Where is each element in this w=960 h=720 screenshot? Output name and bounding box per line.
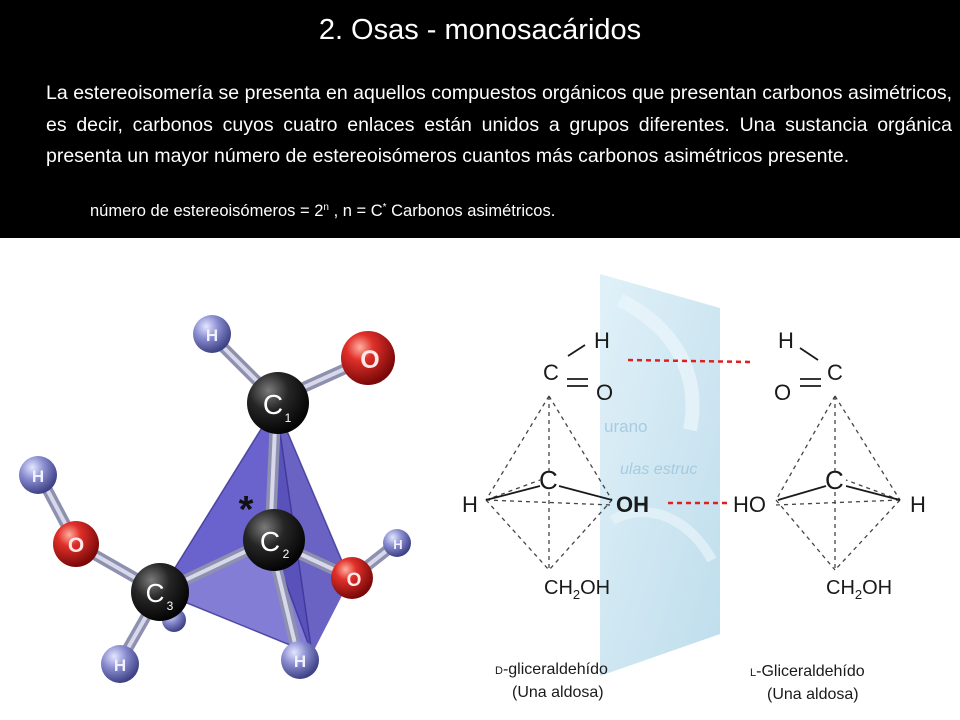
- chiral-center-asterisk: *: [239, 489, 254, 531]
- mirror-dashes-top: [627, 358, 753, 364]
- d-oh-side: OH: [616, 492, 649, 517]
- formula-left: número de estereoisómeros = 2: [90, 202, 324, 220]
- header-panel: [0, 0, 960, 238]
- formula-star: *: [382, 202, 387, 213]
- tetrahedron-right-face: [270, 405, 350, 654]
- oxygen-atom-carbonyl: O: [341, 331, 395, 385]
- l-h-side: H: [910, 492, 926, 517]
- l-c-center: C: [825, 465, 844, 495]
- molecule-3d-model: H H H H H O O O: [19, 315, 411, 683]
- l-glyceraldehyde-structure: H C O C HO H CH2OH L-Gliceraldehído (Una…: [733, 328, 926, 703]
- d-o-atom: O: [596, 380, 613, 405]
- l-c-top: C: [827, 360, 843, 385]
- d-glyceraldehyde-structure: H C O C H OH CH2OH D-gliceraldehído (Una…: [462, 328, 649, 701]
- d-tetrahedron-dashes: [485, 395, 613, 571]
- d-h-side: H: [462, 492, 478, 517]
- atom-label: O: [360, 346, 379, 374]
- mirror-plane-group: urano ulas estruc: [600, 274, 753, 676]
- atom-label: H: [32, 467, 44, 486]
- atom-label-c1: C: [263, 389, 283, 420]
- hydrogen-atom-bottom-right: H: [281, 641, 319, 679]
- hydrogen-atom-right: H: [383, 529, 411, 557]
- formula-exponent: n: [323, 202, 329, 213]
- l-bonds: [777, 347, 901, 501]
- atom-subscript-c2: 2: [283, 547, 290, 561]
- d-c-top: C: [543, 360, 559, 385]
- l-ch2oh: CH2OH: [826, 577, 892, 602]
- hydrogen-atom-left: H: [19, 456, 57, 494]
- slide-title: 2. Osas - monosacáridos: [318, 14, 642, 46]
- carbon-atom-c1: C 1: [247, 372, 309, 434]
- d-subtitle: (Una aldosa): [512, 684, 604, 701]
- d-ch2oh: CH2OH: [544, 577, 610, 602]
- l-tetrahedron-dashes: [775, 395, 901, 571]
- atom-label: H: [114, 656, 126, 675]
- mirror-swoosh: [616, 293, 700, 432]
- atom-subscript-c1: 1: [285, 411, 292, 425]
- d-c-center: C: [539, 465, 558, 495]
- header-divider: [440, 238, 960, 242]
- mirror-faded-text-1: urano: [604, 417, 647, 436]
- atom-subscript-c3: 3: [167, 599, 174, 613]
- formula-mid: , n = C: [328, 202, 383, 220]
- carbon-atom-c2: C 2: [243, 509, 305, 571]
- oxygen-atom-right: O: [331, 557, 373, 599]
- formula-right: Carbonos asimétricos.: [386, 202, 556, 220]
- oxygen-atom-left: O: [53, 521, 99, 567]
- mirror-faded-text-2: ulas estruc: [620, 461, 697, 478]
- atom-label: H: [206, 326, 218, 345]
- d-bonds: [485, 344, 613, 501]
- mirror-swoosh-2: [609, 507, 717, 563]
- carbon-atom-c3: C 3: [131, 563, 189, 621]
- atom-label: H: [393, 537, 402, 552]
- atom-label: H: [294, 652, 306, 671]
- l-subtitle: (Una aldosa): [767, 686, 859, 703]
- hydrogen-atom-bottom-left: H: [101, 645, 139, 683]
- atom-label-c3: C: [146, 578, 165, 608]
- l-o-atom: O: [774, 380, 791, 405]
- d-name: D-gliceraldehído: [495, 661, 608, 678]
- atom-label-c2: C: [260, 526, 280, 557]
- l-h-top: H: [778, 328, 794, 353]
- l-ho-side: HO: [733, 492, 766, 517]
- l-name: L-Gliceraldehído: [750, 663, 865, 680]
- atom-label: O: [347, 570, 362, 591]
- hydrogen-atom-top: H: [193, 315, 231, 353]
- atom-label: O: [68, 534, 84, 557]
- d-h-top: H: [594, 328, 610, 353]
- stereoisomer-formula: número de estereoisómeros = 2n , n = C* …: [90, 202, 555, 221]
- intro-paragraph: La estereoisomería se presenta en aquell…: [46, 82, 952, 167]
